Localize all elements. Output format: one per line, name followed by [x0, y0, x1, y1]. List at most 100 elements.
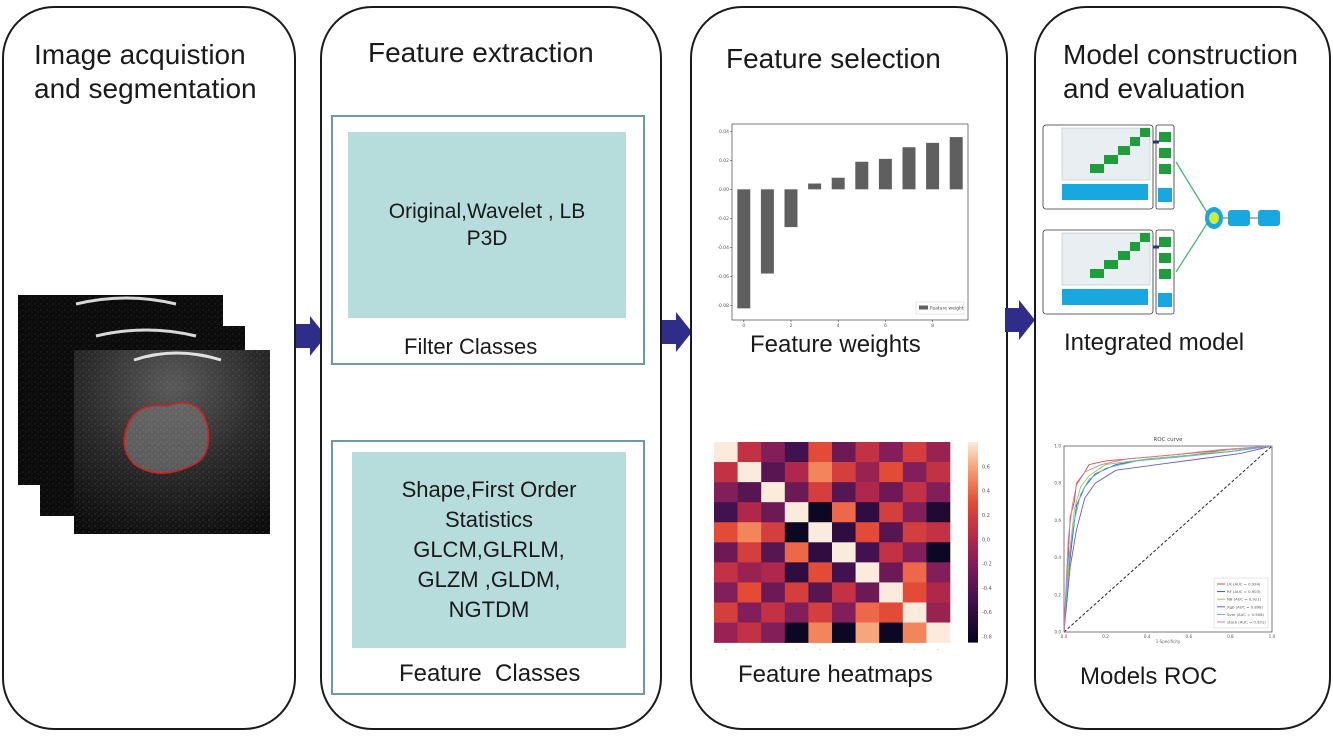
- heatmap-cell: [808, 502, 833, 523]
- heatmap-cell: [761, 542, 786, 563]
- filter-classes-list: Original,Wavelet , LB P3D: [348, 132, 626, 318]
- bar: [831, 177, 845, 190]
- heatmap-cell: [879, 602, 904, 623]
- heatmap-cell: [808, 582, 833, 603]
- filter-classes-caption: Filter Classes: [404, 334, 538, 359]
- heatmap-cell: [926, 622, 951, 643]
- roc-title: ROC curve: [1153, 437, 1183, 443]
- x-axis-label: 1-Specificity: [1156, 639, 1181, 644]
- heatmap-cell: [879, 442, 904, 463]
- heatmap-cell: [902, 502, 927, 523]
- panel-title-image-acquisition: Image acquistion and segmentation: [34, 39, 257, 104]
- heatmap-cell: [902, 602, 927, 623]
- x-tick-label: -: [725, 647, 727, 652]
- heatmap-cell: [737, 502, 762, 523]
- legend-label: stack (AUC = 0.931): [1227, 620, 1266, 625]
- heatmap-cell: [761, 582, 786, 603]
- y-tick-label: 1.0: [1054, 444, 1061, 449]
- heatmap-cell: [902, 442, 927, 463]
- legend-label: Svm (AUC = 0.908): [1227, 612, 1265, 617]
- heatmap-cell: [761, 562, 786, 583]
- x-tick-label: 2: [790, 323, 793, 329]
- heatmap-cell: [714, 622, 738, 643]
- heatmap-cell: [832, 562, 856, 583]
- heatmap-cell: [784, 622, 809, 643]
- roc-series-line: [1063, 445, 1273, 633]
- heatmap-cell: [761, 462, 786, 483]
- heatmap-cell: [761, 482, 786, 503]
- heatmap-cell: [808, 462, 833, 483]
- roc-series-line: [1063, 445, 1273, 633]
- x-tick-label: 4: [837, 323, 840, 329]
- heatmap-cell: [855, 462, 880, 483]
- arrow-right-icon: [296, 316, 326, 356]
- roc-series-line: [1063, 445, 1273, 633]
- x-tick-label: -: [819, 647, 821, 652]
- heatmap-cell: [855, 502, 880, 523]
- roc-series-line: [1063, 445, 1273, 633]
- x-tick-label: 0: [742, 323, 745, 329]
- heatmap-cell: [879, 462, 904, 483]
- heatmap-cell: [902, 482, 927, 503]
- integrated-model-diagram: [1042, 124, 1280, 315]
- heatmap-cell: [808, 482, 833, 503]
- heatmap-cell: [902, 562, 927, 583]
- heatmap-cell: [761, 522, 786, 543]
- heatmap-cell: [832, 542, 856, 563]
- heatmap-cell: [926, 442, 951, 463]
- heatmap-cell: [855, 522, 880, 543]
- bar: [878, 158, 892, 190]
- bar: [902, 147, 916, 190]
- heatmap-cell: [879, 542, 904, 563]
- heatmap-cell: [926, 542, 951, 563]
- x-tick-label: 0.4: [1144, 634, 1151, 639]
- heatmap-cell: [808, 442, 833, 463]
- heatmap-cell: [784, 542, 809, 563]
- heatmap-cell: [902, 542, 927, 563]
- y-tick-label: -0.04: [717, 245, 729, 251]
- heatmap-cell: [784, 602, 809, 623]
- x-tick-label: -: [914, 647, 916, 652]
- heatmap-cell: [714, 462, 738, 483]
- y-tick-label: 0.02: [719, 158, 729, 164]
- x-tick-label: 0.6: [1185, 634, 1192, 639]
- x-tick-label: -: [749, 647, 751, 652]
- heatmap-cell: [855, 442, 880, 463]
- arrow-right-icon: [662, 312, 692, 352]
- ultrasound-image-stack: [18, 295, 270, 534]
- heatmap-cell: [879, 622, 904, 643]
- heatmap-cell: [714, 582, 738, 603]
- legend-label: Feature weight: [930, 306, 964, 312]
- heatmap-cell: [714, 502, 738, 523]
- colorbar-tick-label: -0.6: [982, 610, 992, 616]
- heatmap-cell: [737, 482, 762, 503]
- y-tick-label: -0.08: [717, 303, 729, 309]
- colorbar: [968, 442, 978, 643]
- heatmap-cell: [714, 602, 738, 623]
- legend-label: LR (AUC = 0.924): [1227, 582, 1261, 587]
- x-tick-label: 1.0: [1269, 634, 1276, 639]
- y-tick-label: 0.0: [1054, 630, 1061, 635]
- heatmap-cell: [714, 442, 738, 463]
- heatmap-cell: [714, 482, 738, 503]
- integrated-model-caption: Integrated model: [1064, 329, 1245, 356]
- colorbar-tick-label: -0.4: [982, 586, 992, 592]
- heatmap-cell: [926, 502, 951, 523]
- roc-series-line: [1063, 445, 1273, 633]
- x-tick-label: -: [843, 647, 845, 652]
- heatmap-cell: [879, 502, 904, 523]
- heatmap-cell: [879, 522, 904, 543]
- heatmap-cell: [879, 562, 904, 583]
- heatmap-cell: [737, 542, 762, 563]
- heatmap-cell: [784, 462, 809, 483]
- heatmap-cell: [926, 482, 951, 503]
- heatmap-cell: [832, 582, 856, 603]
- heatmap-cell: [855, 562, 880, 583]
- heatmap-cell: [737, 442, 762, 463]
- heatmap-cell: [926, 602, 951, 623]
- heatmap-cell: [832, 462, 856, 483]
- panel-title-feature-extraction: Feature extraction: [368, 37, 594, 68]
- heatmap-cell: [855, 582, 880, 603]
- heatmap-cell: [832, 482, 856, 503]
- heatmap-cell: [832, 622, 856, 643]
